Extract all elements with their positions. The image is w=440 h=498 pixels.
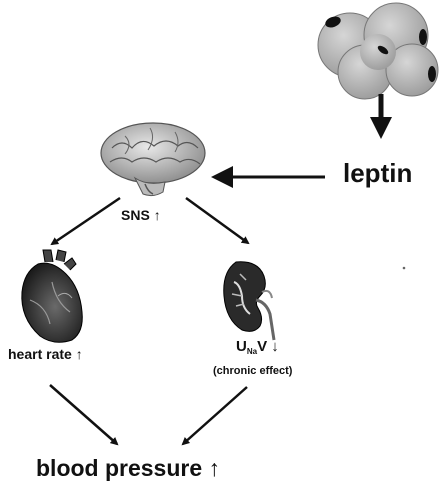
unav-down-arrow: ↓ [271, 338, 279, 355]
sns-label: SNS ↑ [121, 207, 161, 223]
blood-pressure-text: blood pressure [36, 455, 203, 481]
arrow-sns-to-kidney [185, 196, 250, 245]
blood-pressure-up-arrow: ↑ [208, 455, 221, 481]
arrow-heart-to-bp [49, 384, 119, 446]
u-text: U [236, 338, 247, 355]
blood-pressure-label: blood pressure ↑ [36, 455, 220, 482]
sns-text: SNS [121, 207, 150, 223]
heart-rate-text: heart rate [8, 346, 72, 362]
heart-rate-up-arrow: ↑ [75, 346, 83, 362]
urinary-sodium-label: UNaV ↓ [236, 338, 279, 356]
heart-rate-label: heart rate ↑ [8, 346, 83, 362]
arrow-kidney-to-bp [181, 386, 248, 446]
fat-cells-icon [317, 2, 439, 100]
na-subscript: Na [246, 347, 258, 356]
chronic-effect-label: (chronic effect) [213, 365, 293, 377]
kidney-icon [223, 261, 276, 341]
brain-icon [100, 122, 206, 197]
v-text: V [257, 338, 268, 355]
sns-up-arrow: ↑ [153, 207, 161, 223]
leptin-label: leptin [343, 158, 413, 188]
heart-icon [21, 249, 83, 343]
arrow-sns-to-heart [50, 196, 121, 246]
